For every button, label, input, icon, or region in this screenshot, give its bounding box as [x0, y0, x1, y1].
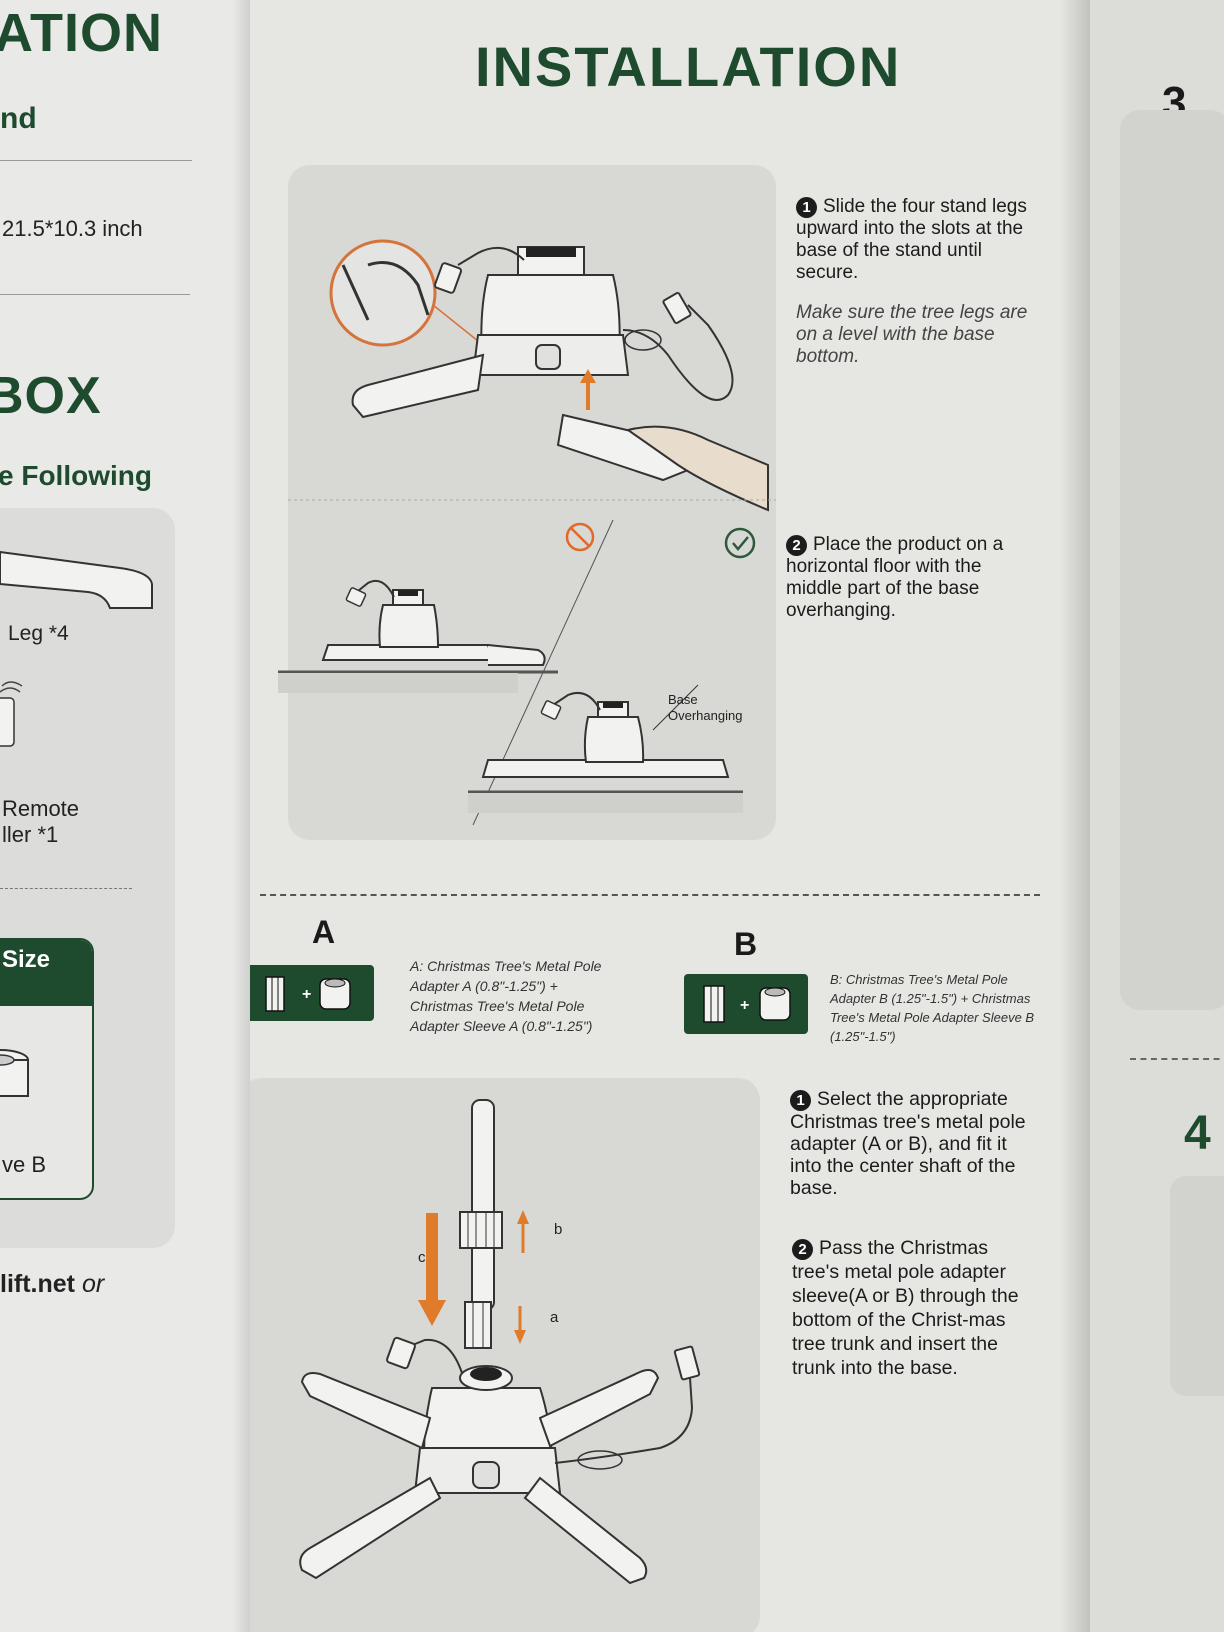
adapter-b-box: + — [684, 974, 808, 1034]
left-page-title: ATION — [0, 3, 163, 63]
step-1-instruction-2-text: Place the product on a horizontal floor … — [786, 534, 1004, 621]
section-divider — [1130, 1058, 1224, 1060]
adapter-b-desc-4: (1.25"-1.5") — [830, 1029, 896, 1044]
adapter-b-label: B — [734, 926, 758, 962]
main-page: INSTALLATION 1 — [250, 0, 1090, 1632]
step-2-instruction-1-text: Select the appropriate Christmas tree's … — [790, 1088, 1026, 1199]
adapter-a-desc-1: A: Christmas Tree's Metal Pole — [410, 958, 602, 974]
divider — [0, 888, 132, 889]
step-marker-2: 2 — [786, 535, 807, 556]
adapter-a-desc-3: Christmas Tree's Metal Pole — [410, 998, 585, 1014]
left-page: ATION nd 21.5*10.3 inch BOX e Following … — [0, 0, 255, 1632]
step-4-number: 4 — [1184, 1107, 1211, 1160]
page-title: INSTALLATION — [475, 35, 902, 98]
dimensions-text: 21.5*10.3 inch — [2, 216, 143, 241]
website-text: lift.net or — [0, 1270, 104, 1299]
step-1-illustration — [278, 239, 776, 826]
adapter-b-desc-3: Tree's Metal Pole Adapter Sleeve B — [830, 1010, 1035, 1025]
adapter-b-desc-2: Adapter B (1.25"-1.5") + Christmas — [830, 991, 1031, 1006]
step-marker-1: 1 — [790, 1090, 811, 1111]
adapter-b-description: B: Christmas Tree's Metal Pole Adapter B… — [830, 970, 1034, 1046]
adapter-a-description: A: Christmas Tree's Metal Pole Adapter A… — [410, 956, 601, 1036]
plus-icon: + — [740, 997, 749, 1014]
adapter-a-icon: + — [265, 976, 351, 1012]
right-page: 3 4 — [1090, 0, 1224, 1632]
left-page-subheading: nd — [0, 102, 37, 135]
step-1-instruction-1-text: Slide the four stand legs upward into th… — [796, 196, 1027, 283]
following-heading: e Following — [0, 460, 152, 491]
adapter-b-icon: + — [703, 985, 791, 1023]
right-panel — [1120, 110, 1224, 1010]
base-label-line-2: Overhanging — [668, 708, 743, 723]
step-2-instruction-2-text: Pass the Christmas tree's metal pole ada… — [792, 1237, 1019, 1379]
leg-item-label: Leg *4 — [8, 622, 69, 645]
step-marker-1: 1 — [796, 197, 817, 218]
step-marker-2: 2 — [792, 1239, 813, 1260]
size-box: Size ve B — [0, 938, 94, 1200]
adapter-a-label: A — [312, 914, 336, 950]
base-label-line-1: Base — [668, 692, 698, 707]
plus-icon: + — [302, 986, 311, 1003]
website-bold: lift.net — [0, 1270, 75, 1298]
step-1-note: Make sure the tree legs are on a level w… — [796, 302, 1028, 367]
divider — [0, 294, 190, 295]
right-panel-lower — [1170, 1176, 1224, 1396]
adapter-a-box: + — [250, 965, 374, 1021]
website-rest: or — [81, 1270, 105, 1298]
leg-illustration — [0, 550, 153, 609]
adapter-a-desc-4: Adapter Sleeve A (0.8"-1.25") — [410, 1018, 593, 1034]
divider — [0, 160, 192, 161]
size-heading: Size — [0, 940, 92, 1006]
remote-icon — [0, 681, 23, 747]
adapter-b-desc-1: B: Christmas Tree's Metal Pole — [830, 972, 1008, 987]
adapter-a-desc-2: Adapter A (0.8"-1.25") + — [410, 978, 558, 994]
sleeve-icon — [0, 1049, 29, 1097]
label-b: b — [554, 1221, 563, 1238]
box-heading: BOX — [0, 367, 102, 425]
base-overhanging-label: Base Overhanging — [668, 692, 742, 724]
remote-item-label-2: ller *1 — [2, 822, 59, 847]
sleeve-label: ve B — [2, 1152, 47, 1177]
step-2-illustration — [299, 1099, 701, 1585]
remote-item-label-1: Remote — [2, 796, 80, 821]
label-a: a — [550, 1309, 559, 1326]
section-divider — [260, 894, 1040, 896]
label-c: c — [418, 1249, 426, 1266]
